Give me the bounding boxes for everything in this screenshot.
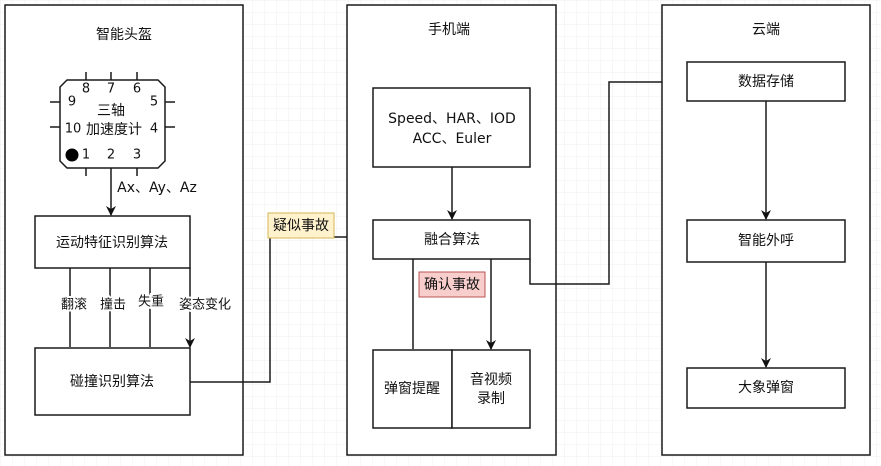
feature-arrows [69,268,190,347]
popup-label: 弹窗提醒 [384,380,440,397]
pin-8: 8 [82,82,90,97]
fusion-label: 融合算法 [424,232,480,248]
accelerometer-chip[interactable]: 8 7 6 9 5 10 4 1 2 3 三轴 加速度计 [50,72,175,176]
chip-label-2: 加速度计 [86,122,142,138]
axes-output-label: Ax、Ay、Az [117,180,197,196]
pin-3: 3 [133,148,141,163]
inputs-line-2: ACC、Euler [413,131,492,147]
feature-roll: 翻滚 [61,297,87,313]
elephant-popup-box[interactable]: 大象弹窗 [686,367,846,409]
feature-weightless: 失重 [138,294,164,310]
feature-posture: 姿态变化 [179,297,231,313]
motion-algo-box[interactable]: 运动特征识别算法 [34,215,191,269]
av-recording-box[interactable]: 音视频 录制 [451,349,531,429]
motion-algo-label: 运动特征识别算法 [56,235,168,251]
fusion-output-arrows [412,259,491,349]
confirm-text: 确认事故 [424,277,480,293]
pin-6: 6 [133,82,141,97]
pin-4: 4 [150,122,158,137]
collision-algo-box[interactable]: 碰撞识别算法 [34,347,191,416]
suspected-text: 疑似事故 [273,218,329,234]
pin-9: 9 [68,95,76,110]
chip-label-1: 三轴 [97,103,125,119]
elephant-popup-label: 大象弹窗 [738,379,794,396]
smart-call-box[interactable]: 智能外呼 [686,219,846,263]
inputs-line-1: Speed、HAR、IOD [388,111,516,127]
confirmed-accident-label: 确认事故 [418,271,486,298]
pin-10: 10 [65,122,82,137]
phone-title: 手机端 [428,22,470,38]
suspected-accident-label: 疑似事故 [267,212,335,239]
helmet-title: 智能头盔 [96,27,152,43]
pin-1: 1 [82,148,90,163]
fusion-algo-box[interactable]: 融合算法 [372,219,531,260]
pin-7: 7 [107,82,115,97]
arrow-fusion-to-storage [529,77,687,285]
cloud-title: 云端 [752,22,780,38]
feature-impact: 撞击 [100,298,126,313]
collision-algo-label: 碰撞识别算法 [70,374,154,390]
popup-alert-box[interactable]: 弹窗提醒 [372,349,453,429]
storage-label: 数据存储 [738,74,794,90]
smart-call-label: 智能外呼 [738,233,794,249]
pin-2: 2 [107,148,115,163]
av-label-1: 音视频 [470,371,512,388]
pin-1-dot-icon [65,148,79,162]
data-storage-box[interactable]: 数据存储 [686,61,846,102]
inputs-box[interactable]: Speed、HAR、IOD ACC、Euler [372,87,531,168]
av-label-2: 录制 [477,391,505,407]
pin-5: 5 [150,95,158,110]
